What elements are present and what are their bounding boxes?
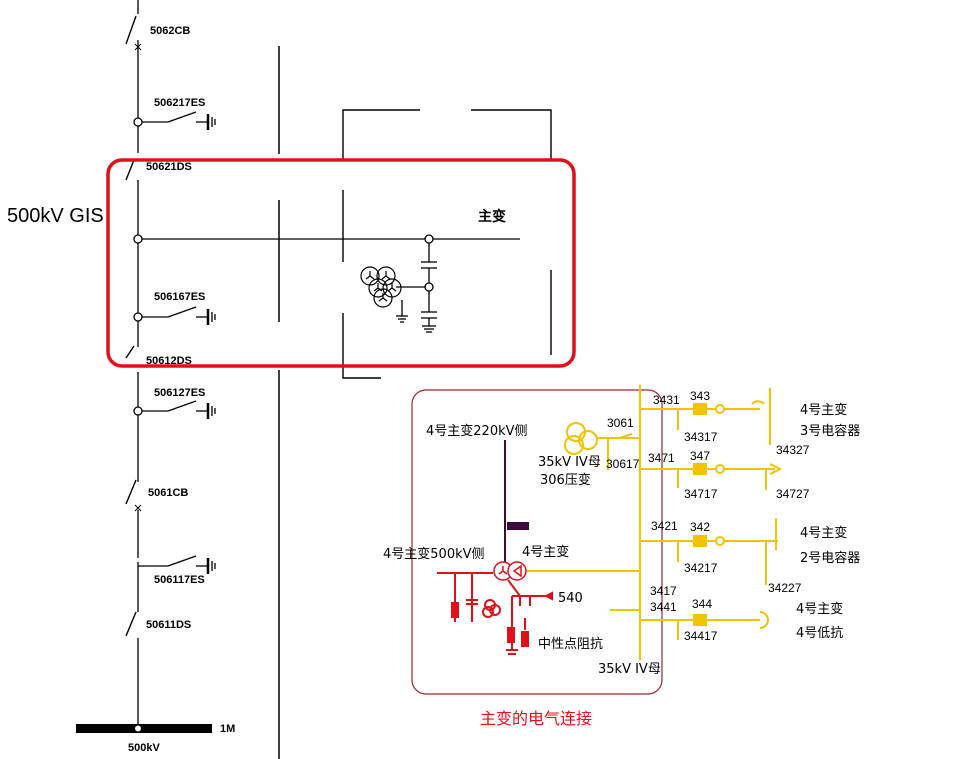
- label-506127es: 506127ES: [154, 387, 205, 399]
- label-3441: 3441: [650, 600, 677, 614]
- label-30617: 30617: [606, 457, 640, 471]
- label-506167es: 506167ES: [154, 291, 205, 303]
- earth-switches: [138, 111, 216, 574]
- transformer-windings-icon: [360, 266, 402, 308]
- label-tx220-side: 4号主变220kV侧: [426, 423, 528, 439]
- label-500kv: 500kV: [128, 742, 160, 754]
- label-3421: 3421: [651, 519, 678, 533]
- label-34317: 34317: [684, 430, 718, 444]
- label-343: 343: [690, 389, 710, 403]
- inset-electrical-connection: 主变的电气连接 4号主变220kV侧 4号主变500kV侧 4号主变 540 中…: [383, 385, 860, 728]
- label-1m: 1M: [220, 723, 235, 735]
- label-3417: 3417: [650, 584, 677, 598]
- label-506217es: 506217ES: [154, 97, 205, 109]
- label-5061cb: 5061CB: [148, 487, 188, 499]
- label-neutral-reactor: 中性点阻抗: [538, 637, 603, 652]
- label-540: 540: [558, 591, 583, 606]
- label-cap3-tx: 4号主变: [800, 402, 847, 418]
- main-switch-blades: [125, 15, 137, 637]
- label-34717: 34717: [684, 487, 718, 501]
- label-3061: 3061: [607, 416, 634, 430]
- inset-title: 主变的电气连接: [480, 709, 592, 728]
- label-tx500-side: 4号主变500kV侧: [383, 546, 485, 562]
- highlight-box: [106, 158, 576, 368]
- label-35kv-bus: 35kV IV母: [538, 455, 601, 470]
- bus-1m: [76, 724, 212, 733]
- feeder-nodes: [133, 117, 143, 416]
- label-reactor: 4号低抗: [796, 626, 843, 641]
- label-500kv-gis: 500kV GIS: [7, 205, 104, 227]
- label-cap3: 3号电容器: [800, 423, 860, 439]
- label-34217: 34217: [684, 561, 718, 575]
- main-transformer-link: [142, 234, 520, 333]
- label-main-transformer: 主变: [478, 208, 506, 225]
- label-506117es: 506117ES: [154, 574, 205, 586]
- label-50612ds: 50612DS: [146, 355, 192, 367]
- label-342: 342: [690, 520, 710, 534]
- label-3431: 3431: [653, 393, 680, 407]
- label-reactor-tx: 4号主变: [796, 601, 843, 617]
- label-306-pt: 306压变: [540, 472, 591, 488]
- label-5062cb: 5062CB: [150, 25, 190, 37]
- enclosure-brackets: [342, 109, 552, 379]
- label-50621ds: 50621DS: [146, 161, 192, 173]
- label-cap2: 2号电容器: [800, 550, 860, 566]
- label-347: 347: [690, 449, 710, 463]
- label-34227: 34227: [768, 581, 802, 595]
- label-34727: 34727: [776, 487, 810, 501]
- label-3471: 3471: [648, 451, 675, 465]
- label-tx4: 4号主变: [522, 544, 569, 560]
- label-50611ds: 50611DS: [146, 619, 191, 631]
- label-344: 344: [692, 597, 712, 611]
- breaker-x-marks: [134, 43, 142, 512]
- tx4-icon: [493, 561, 527, 581]
- label-35kv-bus-bottom: 35kV IV母: [598, 662, 661, 677]
- label-34327: 34327: [776, 443, 810, 457]
- label-34417: 34417: [684, 629, 718, 643]
- label-cap2-tx: 4号主变: [800, 525, 847, 541]
